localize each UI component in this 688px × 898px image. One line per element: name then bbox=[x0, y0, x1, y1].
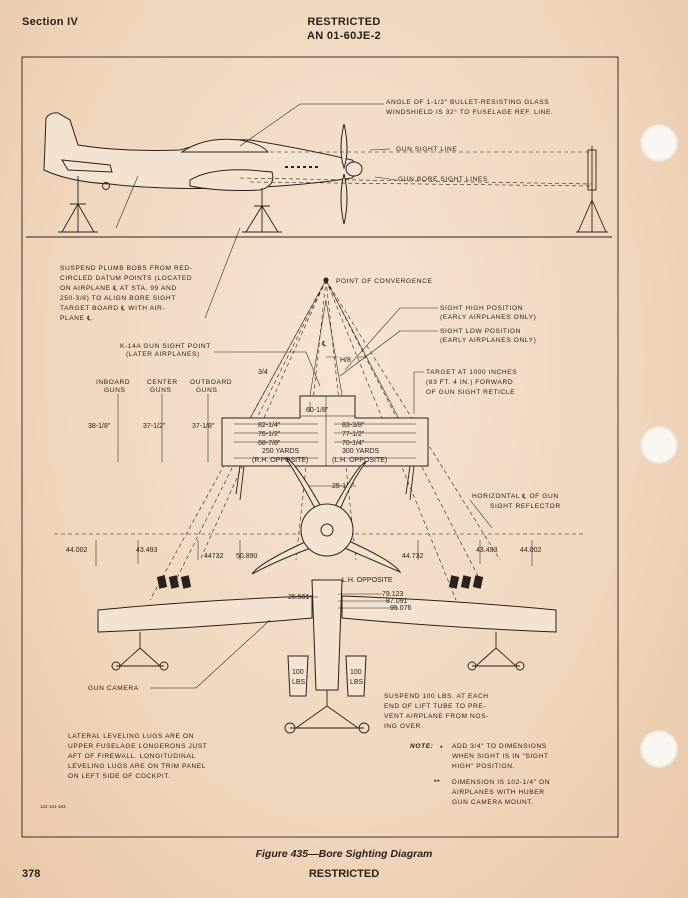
suspend-note-4: ING OVER. bbox=[384, 723, 423, 730]
sight-low-1: SIGHT LOW POSITION bbox=[440, 328, 521, 335]
right-dim-2: 77-1/2" bbox=[342, 431, 365, 438]
gun-camera-label: GUN CAMERA bbox=[88, 685, 139, 692]
restricted-footer: RESTRICTED bbox=[308, 868, 380, 880]
figure-frame bbox=[21, 56, 619, 838]
cl-symbol: ℄ bbox=[321, 341, 327, 348]
suspend-note-3: VENT AIRPLANE FROM NOS- bbox=[384, 713, 489, 720]
callout-gun-bore-sight-lines: GUN BORE SIGHT LINES bbox=[398, 176, 488, 183]
point-of-convergence: POINT OF CONVERGENCE bbox=[336, 278, 433, 285]
weight-right-lbs: LBS bbox=[350, 679, 364, 686]
col-inboard: INBOARD bbox=[96, 379, 130, 386]
target-note-2: (83 FT. 4 IN.) FORWARD bbox=[426, 379, 513, 386]
dim-79123: 79.123 bbox=[382, 591, 404, 598]
right-dim-1: 83-3/8" bbox=[342, 422, 365, 429]
weight-left-lbs: LBS bbox=[292, 679, 306, 686]
note-2a: DIMENSION IS 102-1/4" ON bbox=[452, 779, 550, 786]
center-gap: 25-1/2" bbox=[332, 483, 355, 490]
dim-87091: 87.091 bbox=[386, 598, 408, 605]
lugs-note-5: ON LEFT SIDE OF COCKPIT. bbox=[68, 773, 171, 780]
horizontal-cl-1: HORIZONTAL ℄ OF GUN bbox=[472, 493, 559, 500]
lugs-note-2: UPPER FUSELAGE LONGERONS JUST bbox=[68, 743, 207, 750]
note-star-2: ** bbox=[434, 779, 440, 786]
k14a-1: K-14A GUN SIGHT POINT bbox=[120, 343, 211, 350]
lugs-note-3: AFT OF FIREWALL. LONGITUDINAL bbox=[68, 753, 196, 760]
three-quarter: 3/4 bbox=[258, 369, 268, 376]
note-1b: WHEN SIGHT IS IN "SIGHT bbox=[452, 753, 549, 760]
dim-44732-right: 44.732 bbox=[402, 553, 424, 560]
plumb-note-6: PLANE ℄. bbox=[60, 315, 94, 322]
weight-right-100: 100 bbox=[350, 669, 362, 676]
col-center: CENTER bbox=[147, 379, 178, 386]
col-guns-outboard: GUNS bbox=[196, 387, 217, 394]
sight-low-2: (EARLY AIRPLANES ONLY) bbox=[440, 337, 536, 344]
note-2c: GUN CAMERA MOUNT. bbox=[452, 799, 534, 806]
plumb-note-4: 250-3/8) TO ALIGN BORE SIGHT bbox=[60, 295, 176, 302]
dim-inboard: 38-1/8" bbox=[88, 423, 111, 430]
lugs-note-4: LEVELING LUGS ARE ON TRIM PANEL bbox=[68, 763, 206, 770]
plumb-note-2: CIRCLED DATUM POINTS (LOCATED bbox=[60, 275, 192, 282]
yards-right-1: 300 YARDS bbox=[342, 448, 379, 455]
plumb-note-1: SUSPEND PLUMB BOBS FROM RED- bbox=[60, 265, 193, 272]
dim-50890: 50.890 bbox=[236, 553, 258, 560]
callout-windshield-1: ANGLE OF 1-1/2" BULLET-RESISTING GLASS bbox=[386, 99, 549, 106]
left-dim-3: 68-7/8" bbox=[258, 440, 281, 447]
figure-caption: Figure 435—Bore Sighting Diagram bbox=[255, 848, 433, 860]
dim-44732-left: 44732 bbox=[204, 553, 224, 560]
target-note-1: TARGET AT 1000 INCHES bbox=[426, 369, 517, 376]
section-label: Section IV bbox=[22, 16, 79, 28]
weight-left-100: 100 bbox=[292, 669, 304, 676]
k14a-2: (LATER AIRPLANES) bbox=[126, 351, 200, 358]
plumb-note-5: TARGET BOARD ℄ WITH AIR- bbox=[60, 305, 165, 312]
yards-left-2: (R.H. OPPOSITE) bbox=[252, 457, 308, 464]
side-view-aircraft bbox=[26, 103, 612, 319]
page-number: 378 bbox=[22, 868, 41, 880]
binder-hole bbox=[640, 426, 678, 464]
col-guns-center: GUNS bbox=[150, 387, 171, 394]
sight-high-2: (EARLY AIRPLANES ONLY) bbox=[440, 314, 536, 321]
doc-number: AN 01-60JE-2 bbox=[307, 30, 381, 42]
restricted-header: RESTRICTED bbox=[307, 16, 381, 28]
plumb-note-3: ON AIRPLANE ℄ AT STA. 99 AND bbox=[60, 285, 177, 292]
callout-gun-sight-line: GUN SIGHT LINE bbox=[396, 146, 457, 153]
left-dim-1: 82-1/4" bbox=[258, 422, 281, 429]
dim-outboard: 37-1/8" bbox=[192, 423, 215, 430]
right-dim-3: 70-1/4" bbox=[342, 440, 365, 447]
note-1a: ADD 3/4" TO DIMENSIONS bbox=[452, 743, 547, 750]
dim-44002-right: 44.002 bbox=[520, 547, 542, 554]
dim-44002-left: 44.002 bbox=[66, 547, 88, 554]
note-label: NOTE: bbox=[410, 743, 434, 750]
horizontal-cl-2: SIGHT REFLECTOR bbox=[490, 503, 561, 510]
lh-opposite: L.H. OPPOSITE bbox=[342, 577, 393, 584]
dim-95076: 95.076 bbox=[390, 605, 412, 612]
binder-hole bbox=[640, 124, 678, 162]
callout-windshield-2: WINDSHIELD IS 32° TO FUSELAGE REF. LINE. bbox=[386, 108, 553, 116]
front-view-aircraft bbox=[54, 456, 584, 734]
binder-hole bbox=[640, 730, 678, 768]
note-star-1: * bbox=[440, 745, 443, 752]
note-2b: AIRPLANES WITH HUBER bbox=[452, 789, 545, 796]
dim-43493-right: 43.493 bbox=[476, 547, 498, 554]
dim-center: 37-1/2" bbox=[143, 423, 166, 430]
lugs-note-1: LATERAL LEVELING LUGS ARE ON bbox=[68, 733, 194, 740]
yards-right-2: (L.H. OPPOSITE) bbox=[332, 457, 387, 464]
suspend-note-1: SUSPEND 100 LBS. AT EACH bbox=[384, 693, 489, 700]
col-outboard: OUTBOARD bbox=[190, 379, 232, 386]
yards-left-1: 250 YARDS bbox=[262, 448, 299, 455]
dim-25561: 25.561 bbox=[288, 594, 310, 601]
sight-high-1: SIGHT HIGH POSITION bbox=[440, 305, 523, 312]
dim-43493-left: 43.493 bbox=[136, 547, 158, 554]
dim-top: 60-1/8" bbox=[306, 407, 329, 414]
plate-code: 122-101-183 bbox=[40, 804, 66, 809]
col-guns-inboard: GUNS bbox=[104, 387, 125, 394]
suspend-note-2: END OF LIFT TUBE TO PRE- bbox=[384, 703, 486, 710]
h8-label: H/8 bbox=[340, 357, 351, 364]
target-note-3: OF GUN SIGHT RETICLE bbox=[426, 389, 515, 396]
left-dim-2: 76-1/2" bbox=[258, 431, 281, 438]
note-1c: HIGH" POSITION. bbox=[452, 763, 515, 770]
